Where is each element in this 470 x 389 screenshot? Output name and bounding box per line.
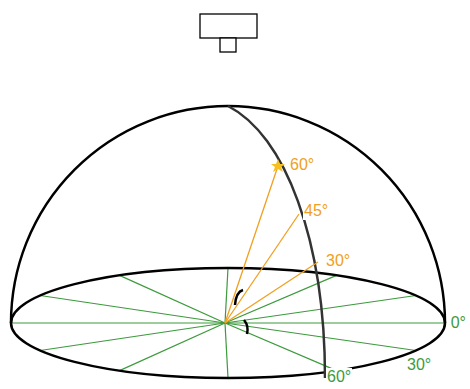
azimuth-spokes [11, 268, 445, 378]
azimuth-spoke [225, 323, 228, 378]
camera-lens [220, 38, 236, 52]
dome-outline [11, 106, 445, 323]
elevation-label: 30° [325, 252, 351, 270]
azimuth-spoke [225, 322, 445, 323]
azimuth-spoke [225, 323, 337, 371]
elevation-ray [225, 166, 278, 323]
angle-arc [235, 290, 243, 305]
elevation-label: 60° [289, 156, 315, 174]
camera-body [200, 14, 257, 38]
azimuth-spoke [120, 275, 226, 323]
azimuth-spoke [120, 323, 226, 371]
elevation-ray [225, 262, 318, 323]
azimuth-spoke [11, 322, 225, 323]
star-marker [271, 159, 285, 172]
azimuth-label: 60° [326, 368, 352, 386]
base-ellipse [11, 268, 445, 378]
azimuth-label: 0° [450, 314, 467, 332]
azimuth-label: 30° [406, 356, 432, 374]
elevation-label: 45° [303, 202, 329, 220]
angle-arc [244, 320, 248, 334]
elevation-ray [225, 214, 299, 323]
azimuth-spoke [225, 323, 416, 351]
azimuth-spoke [40, 296, 225, 324]
azimuth-spoke [40, 323, 225, 351]
meridian-arc [228, 106, 325, 378]
